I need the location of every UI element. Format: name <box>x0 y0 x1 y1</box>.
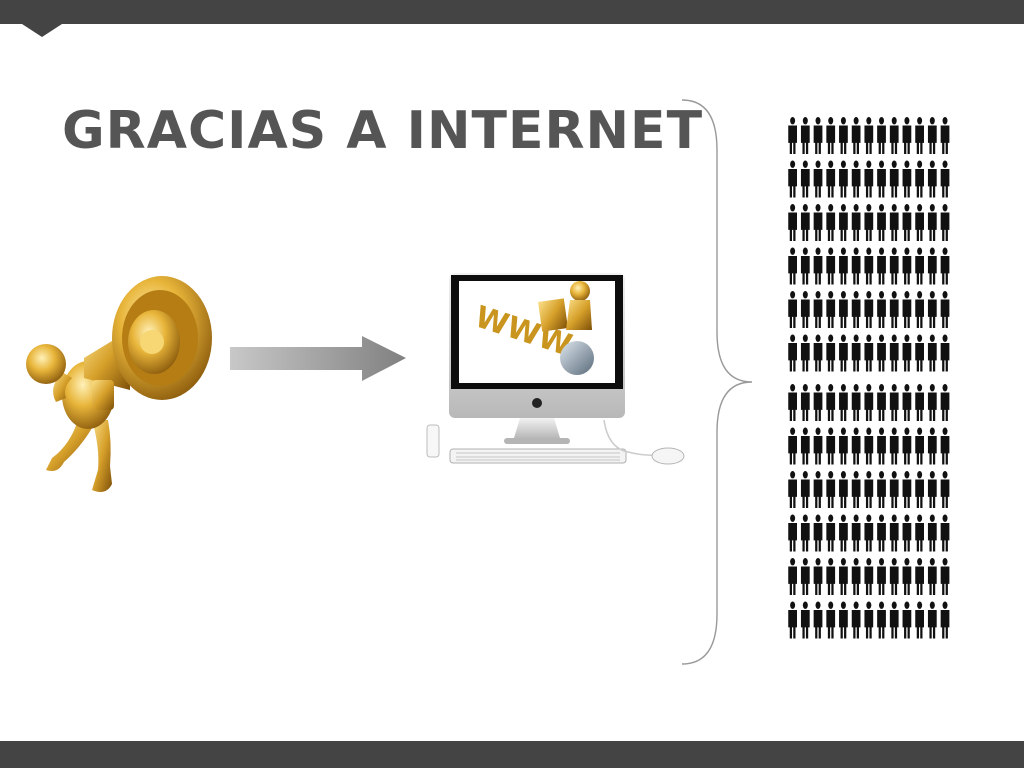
apple-logo-icon <box>532 398 542 408</box>
curly-brace <box>681 99 753 665</box>
bottom-bar <box>0 741 1024 768</box>
arrow-right-icon <box>230 336 406 381</box>
top-bar <box>0 0 1024 24</box>
computer-icon: WWW <box>426 273 685 465</box>
megaphone-figure-icon <box>26 276 212 492</box>
slide-title: GRACIAS A INTERNET <box>62 100 704 161</box>
crowd-icon <box>788 117 950 639</box>
top-notch <box>22 24 62 37</box>
